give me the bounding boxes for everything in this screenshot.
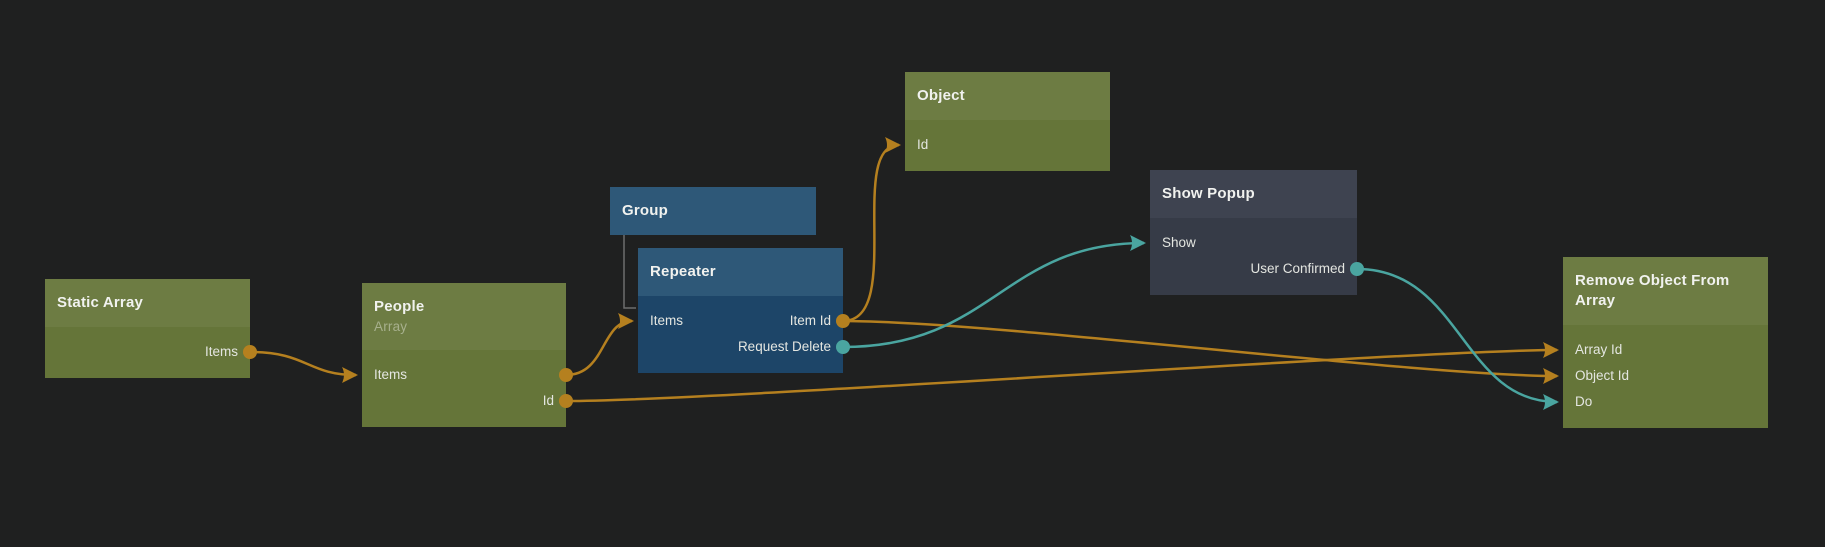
- node-header[interactable]: Repeater: [638, 248, 843, 296]
- node-title: Repeater: [650, 263, 716, 280]
- node-subtitle: Array: [374, 319, 408, 334]
- node-body: Items Item Id Request Delete: [638, 296, 843, 373]
- output-port-request-delete[interactable]: Request Delete: [737, 339, 831, 354]
- port-row: Id: [905, 132, 1110, 158]
- port-row-spacer: [650, 334, 738, 360]
- wire-static-array-items-to-people-items[interactable]: [249, 350, 359, 383]
- hierarchy-connector: [623, 235, 636, 309]
- wire-repeater-request-delete-to-show-popup-show[interactable]: [842, 235, 1146, 349]
- port-row: Array Id: [1563, 337, 1768, 363]
- port-row-spacer: [1162, 256, 1250, 282]
- node-header[interactable]: Show Popup: [1150, 170, 1357, 218]
- port-row: Id: [362, 388, 566, 414]
- node-header[interactable]: Group: [610, 187, 816, 235]
- node-title: People: [374, 298, 425, 315]
- input-port-object-id[interactable]: Object Id: [1575, 368, 1630, 383]
- node-body: Array Id Object Id Do: [1563, 325, 1768, 428]
- input-port-show[interactable]: Show: [1162, 235, 1196, 250]
- node-title: Static Array: [57, 294, 144, 311]
- node-header[interactable]: Remove Object From Array: [1563, 257, 1768, 325]
- wire-repeater-item-id-to-object-id[interactable]: [842, 137, 901, 323]
- input-port-array-id[interactable]: Array Id: [1575, 342, 1623, 357]
- output-port-user-confirmed[interactable]: User Confirmed: [1250, 261, 1345, 276]
- port-row: Do: [1563, 389, 1768, 415]
- port-row: User Confirmed: [1150, 256, 1357, 282]
- node-title: Show Popup: [1162, 185, 1255, 202]
- output-port-items[interactable]: Items: [204, 344, 238, 359]
- node-header[interactable]: Object: [905, 72, 1110, 120]
- wire-people-items-to-repeater-items[interactable]: [565, 313, 634, 377]
- input-port-items[interactable]: Items: [374, 367, 408, 382]
- port-row-spacer: [374, 388, 543, 414]
- port-row: Object Id: [1563, 363, 1768, 389]
- input-port-id[interactable]: Id: [917, 137, 929, 152]
- node-title: Group: [622, 202, 668, 219]
- wire-repeater-item-id-to-remove-object-from-array-object-id[interactable]: [842, 319, 1560, 384]
- node-body: Id: [905, 120, 1110, 171]
- node-group[interactable]: Group: [610, 187, 816, 235]
- port-row: Items: [45, 339, 250, 365]
- wire-people-id-to-remove-object-from-array-array-id[interactable]: [565, 342, 1560, 403]
- input-port-do[interactable]: Do: [1575, 394, 1593, 409]
- input-port-items[interactable]: Items: [650, 313, 684, 328]
- node-header[interactable]: Static Array: [45, 279, 250, 327]
- port-row: Show: [1150, 230, 1357, 256]
- output-port-id[interactable]: Id: [542, 393, 554, 408]
- node-title: Remove Object From Array: [1575, 272, 1730, 309]
- node-title: Object: [917, 87, 965, 104]
- port-row: Items Item Id: [638, 308, 843, 334]
- output-port-item-id[interactable]: Item Id: [789, 313, 831, 328]
- wire-show-popup-user-confirmed-to-remove-object-from-array-do[interactable]: [1356, 267, 1559, 410]
- hierarchy-lines: [623, 235, 636, 309]
- port-row-spacer: [57, 339, 205, 365]
- node-body: Items: [45, 327, 250, 378]
- port-row: Request Delete: [638, 334, 843, 360]
- port-row: Items: [362, 362, 566, 388]
